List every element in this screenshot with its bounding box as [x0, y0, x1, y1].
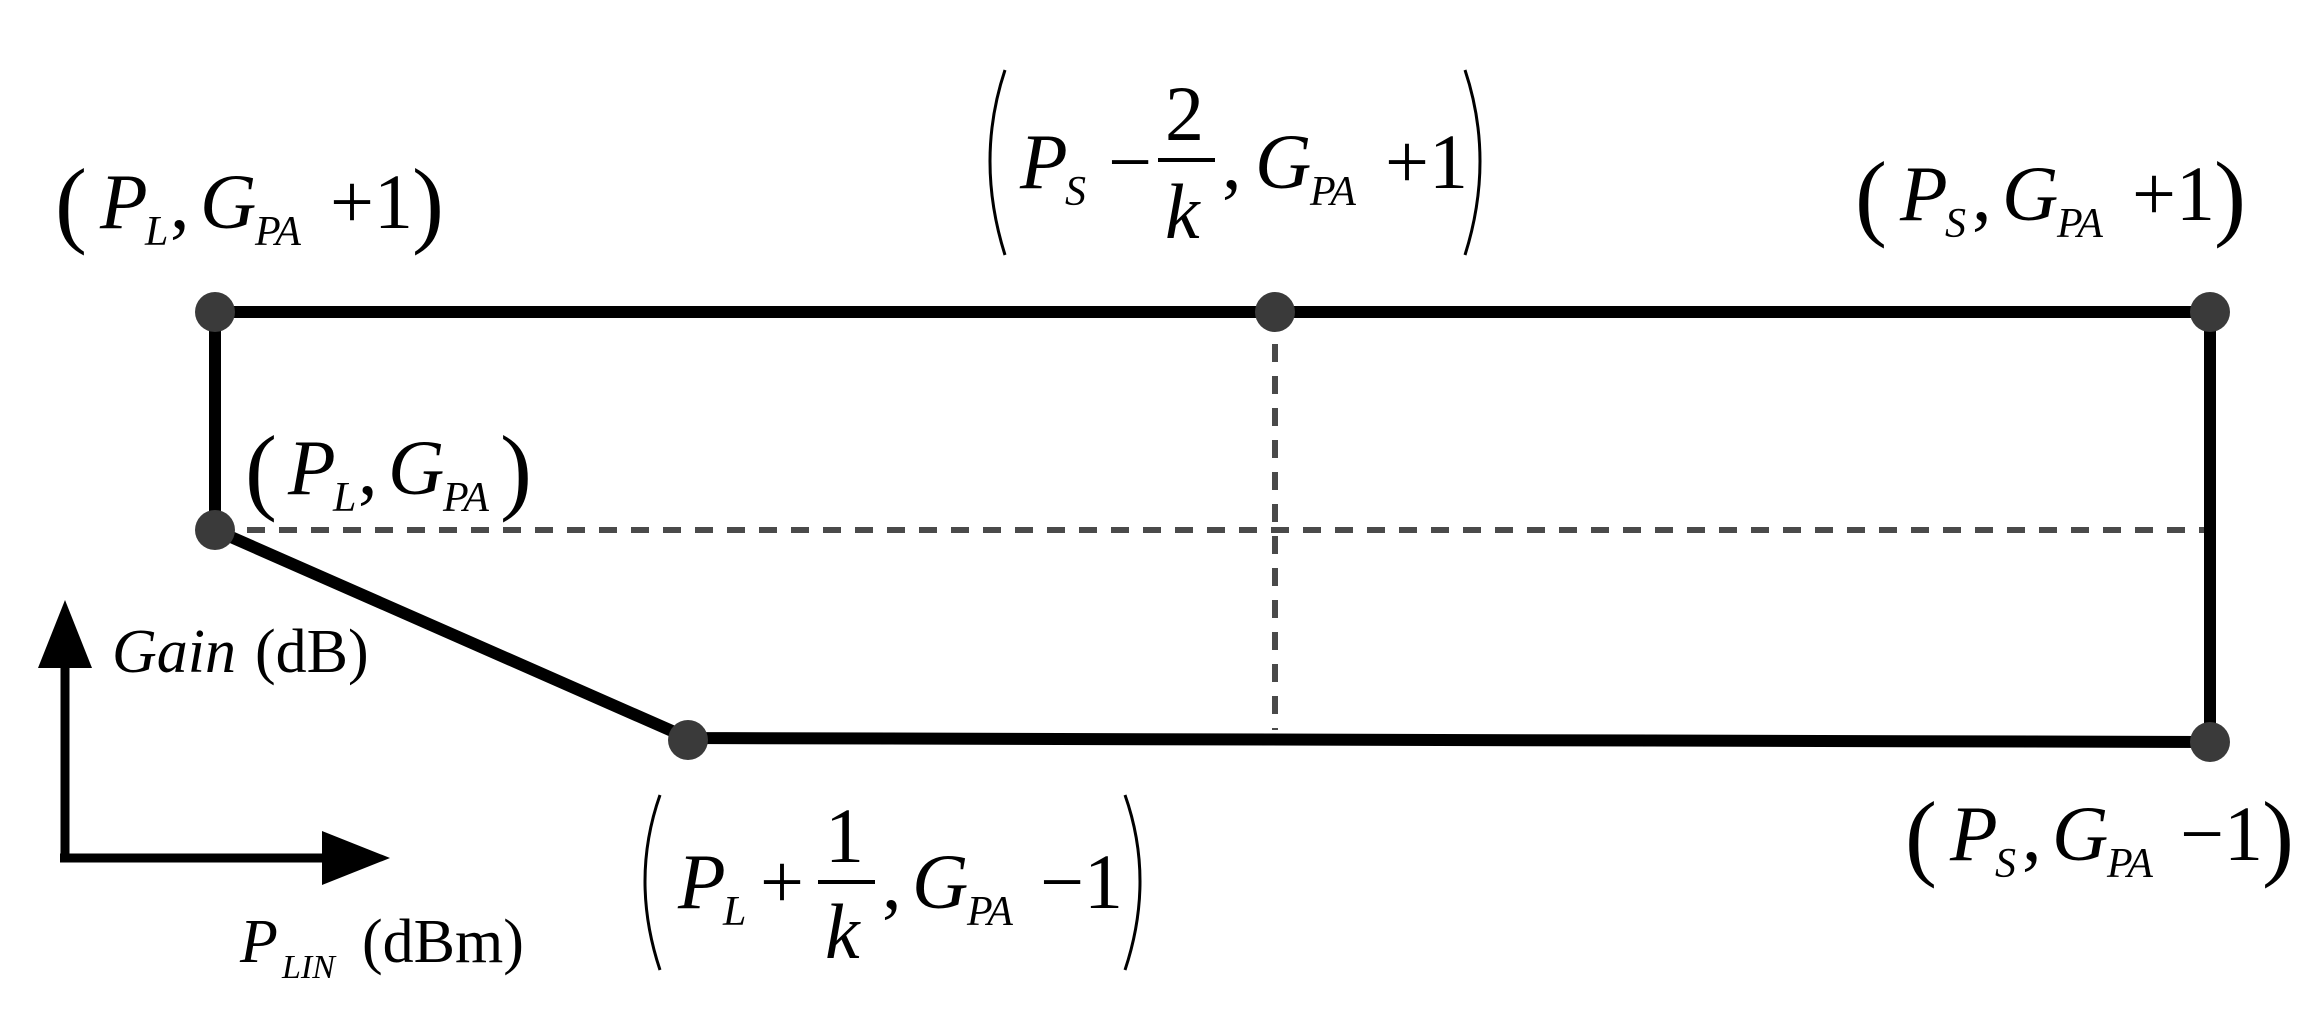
- label-g: G: [2052, 790, 2108, 877]
- label-top-right: ( P S , G PA +1 ): [1855, 142, 2246, 249]
- fraction-numerator: 1: [825, 792, 864, 879]
- close-big-paren: [1463, 69, 1482, 256]
- label-g: G: [388, 424, 444, 511]
- label-g: G: [1255, 118, 1311, 205]
- label-sub-pa: PA: [254, 209, 301, 255]
- axes-indicator: Gain (dB) P LIN (dBm): [38, 600, 524, 986]
- label-comma: ,: [1972, 150, 1992, 237]
- label-tail: +1: [1385, 118, 1468, 205]
- point-bottom-mid: [668, 720, 708, 760]
- open-paren: (: [1855, 142, 1887, 249]
- region-boundary: [209, 306, 2216, 749]
- label-comma: ,: [1222, 118, 1242, 205]
- label-minus: −: [1108, 118, 1152, 205]
- close-paren: ): [2262, 782, 2294, 889]
- label-sub-pa: PA: [1309, 169, 1356, 215]
- open-big-paren: [988, 69, 1007, 256]
- label-top-left: ( P L , G PA +1 ): [55, 149, 444, 256]
- point-top-mid: [1255, 292, 1295, 332]
- label-sub-pa: PA: [2106, 841, 2153, 887]
- label-p: P: [1019, 118, 1068, 205]
- label-sub-s: S: [1945, 201, 1966, 247]
- label-tail: +1: [2132, 150, 2215, 237]
- label-tail: +1: [330, 158, 413, 245]
- x-axis-label-sub: LIN: [281, 949, 337, 986]
- label-p: P: [1899, 150, 1948, 237]
- label-bottom-mid: P L + 1 k , G PA −1: [643, 792, 1142, 975]
- label-bottom-right: ( P S , G PA −1 ): [1905, 782, 2294, 889]
- label-p: P: [287, 424, 336, 511]
- open-paren: (: [1905, 782, 1937, 889]
- label-mid-left: ( P L , G PA ): [245, 416, 532, 523]
- y-axis-label-unit: (dB): [255, 618, 369, 686]
- x-axis-label-unit: (dBm): [362, 908, 524, 976]
- point-top-left: [195, 292, 235, 332]
- label-g: G: [2002, 150, 2058, 237]
- label-tail: −1: [2180, 790, 2263, 877]
- y-axis-arrowhead: [38, 600, 92, 668]
- label-tail: −1: [1040, 838, 1123, 925]
- label-plus: +: [760, 838, 804, 925]
- label-sub-l: L: [144, 209, 168, 255]
- label-comma: ,: [2022, 790, 2042, 877]
- point-top-right: [2190, 292, 2230, 332]
- open-big-paren: [643, 794, 662, 971]
- label-sub-pa: PA: [2056, 201, 2103, 247]
- label-sub-pa: PA: [442, 475, 489, 521]
- label-comma: ,: [882, 838, 902, 925]
- open-paren: (: [55, 149, 87, 256]
- close-paren: ): [2214, 142, 2246, 249]
- close-paren: ): [500, 416, 532, 523]
- label-top-mid: P S − 2 k , G PA +1: [988, 69, 1482, 256]
- open-paren: (: [245, 416, 277, 523]
- x-axis-label-var: P: [239, 908, 278, 976]
- fraction-denominator: k: [825, 888, 861, 975]
- label-g: G: [200, 158, 256, 245]
- label-sub-l: L: [722, 889, 746, 935]
- fraction-denominator: k: [1165, 168, 1201, 255]
- x-axis-arrowhead: [322, 831, 390, 885]
- label-sub-s: S: [1065, 169, 1086, 215]
- y-axis-label-var: Gain: [112, 618, 236, 686]
- point-bottom-right: [2190, 722, 2230, 762]
- label-comma: ,: [170, 158, 190, 245]
- label-g: G: [912, 838, 968, 925]
- label-sub-pa: PA: [966, 889, 1013, 935]
- close-paren: ): [412, 149, 444, 256]
- point-mid-left: [195, 510, 235, 550]
- label-p: P: [677, 838, 726, 925]
- label-sub-s: S: [1995, 841, 2016, 887]
- close-big-paren: [1123, 794, 1142, 971]
- label-comma: ,: [358, 424, 378, 511]
- label-p: P: [99, 158, 148, 245]
- fraction-numerator: 2: [1165, 70, 1204, 157]
- label-sub-l: L: [332, 475, 356, 521]
- label-p: P: [1949, 790, 1998, 877]
